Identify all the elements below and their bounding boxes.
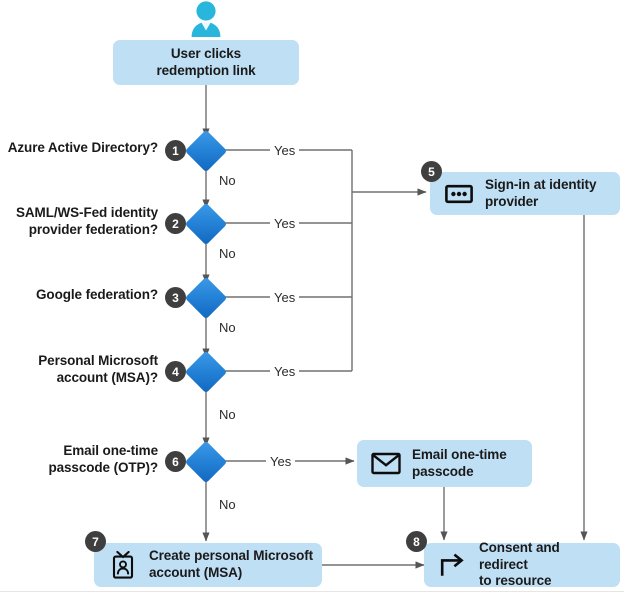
- step-badge-1: 1: [165, 140, 186, 161]
- process-5-line2: provider: [485, 193, 539, 209]
- process-8-line1: Consent and redirect: [479, 539, 560, 572]
- step-badge-5: 5: [421, 161, 442, 182]
- sign-in-dots-icon: [444, 179, 474, 209]
- edge-label-no-1: No: [215, 174, 240, 187]
- edge-label-no-6: No: [215, 498, 240, 511]
- start-box-line2: redemption link: [156, 62, 256, 78]
- process-7-line1: Create personal Microsoft: [149, 548, 314, 564]
- process-box-8-label: Consent and redirect to resource: [479, 540, 620, 591]
- edge-label-yes-3: Yes: [270, 291, 300, 304]
- process-box-sign-in-at-identity-provider[interactable]: Sign-in at identity provider: [430, 172, 620, 215]
- process-box-5-label: Sign-in at identity provider: [485, 177, 620, 211]
- question-1-line1: Azure Active Directory?: [7, 140, 158, 155]
- edge-label-yes-2: Yes: [270, 217, 300, 230]
- question-label-azure-active-directory: Azure Active Directory?: [0, 140, 158, 157]
- process-box-7-label: Create personal Microsoft account (MSA): [149, 548, 322, 582]
- process-box-consent-and-redirect-to-resource[interactable]: Consent and redirect to resource: [424, 540, 620, 588]
- edge-label-yes-6: Yes: [266, 455, 296, 468]
- id-badge-icon: [108, 550, 138, 580]
- process-box-otp-label: Email one-time passcode: [412, 447, 532, 481]
- redirect-arrow-icon: [438, 550, 468, 580]
- step-badge-3: 3: [165, 287, 186, 308]
- user-person-icon: [188, 0, 224, 43]
- question-3-line1: Google federation?: [36, 287, 158, 302]
- question-4-line2: account (MSA)?: [56, 369, 158, 385]
- question-2-line1: SAML/WS-Fed identity: [16, 205, 158, 220]
- edge-label-no-3: No: [215, 321, 240, 334]
- question-label-google-federation: Google federation?: [0, 287, 158, 304]
- step-badge-6: 6: [165, 451, 186, 472]
- decision-diamond-1-azure-active-directory[interactable]: [184, 129, 228, 173]
- start-box-line1: User clicks: [170, 45, 242, 61]
- process-otp-line1: Email one-time: [412, 446, 507, 462]
- edge-label-no-2: No: [215, 247, 240, 260]
- question-2-line2: provider federation?: [28, 221, 158, 237]
- edge-label-yes-1: Yes: [270, 144, 300, 157]
- process-box-create-personal-microsoft-account[interactable]: Create personal Microsoft account (MSA): [94, 543, 322, 587]
- step-badge-4: 4: [165, 361, 186, 382]
- question-4-line1: Personal Microsoft: [38, 353, 158, 368]
- start-box-user-clicks-redemption-link[interactable]: User clicks redemption link: [113, 40, 299, 85]
- question-6-line1: Email one-time: [63, 443, 158, 458]
- step-badge-7: 7: [85, 531, 106, 552]
- question-label-saml-wsfed-federation: SAML/WS-Fed identity provider federation…: [0, 205, 158, 239]
- start-box-label: User clicks redemption link: [113, 46, 299, 80]
- edge-label-yes-4: Yes: [270, 365, 300, 378]
- process-otp-line2: passcode: [412, 463, 474, 479]
- decision-diamond-4-personal-microsoft-account[interactable]: [184, 350, 228, 394]
- step-badge-2: 2: [165, 213, 186, 234]
- step-badge-8: 8: [406, 531, 427, 552]
- question-label-email-one-time-passcode: Email one-time passcode (OTP)?: [0, 443, 158, 477]
- decision-diamond-6-email-one-time-passcode[interactable]: [184, 440, 228, 484]
- edge-label-no-4: No: [215, 408, 240, 421]
- question-6-line2: passcode (OTP)?: [48, 459, 158, 475]
- decision-diamond-3-google-federation[interactable]: [184, 276, 228, 320]
- decision-diamond-2-saml-wsfed-federation[interactable]: [184, 202, 228, 246]
- process-box-email-one-time-passcode[interactable]: Email one-time passcode: [357, 440, 532, 487]
- question-label-personal-microsoft-account: Personal Microsoft account (MSA)?: [0, 353, 158, 387]
- process-7-line2: account (MSA): [149, 565, 243, 580]
- process-8-line2: to resource: [479, 573, 552, 589]
- envelope-mail-icon: [371, 449, 401, 479]
- process-5-line1: Sign-in at identity: [485, 176, 597, 192]
